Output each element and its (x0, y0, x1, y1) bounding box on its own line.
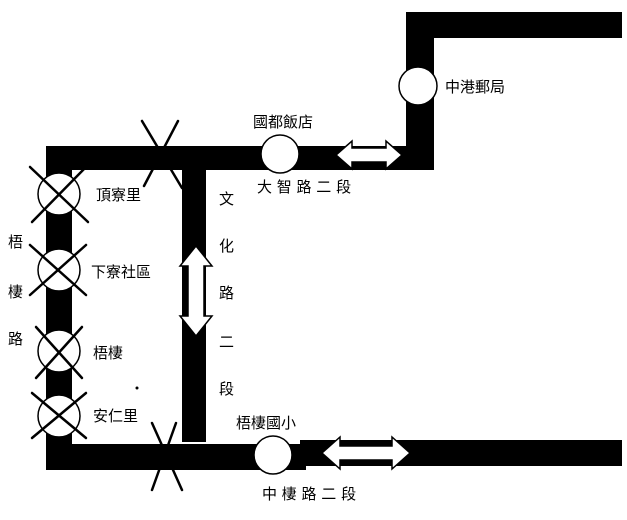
x-mark-icon (28, 243, 88, 297)
roads (46, 12, 622, 470)
double-arrow-icon (178, 244, 214, 338)
stop-guoduo (260, 134, 300, 174)
double-arrow-icon (320, 435, 412, 471)
label-zhonggang-post: 中港郵局 (445, 78, 505, 96)
x-mark-icon (30, 391, 88, 440)
label-xialiao: 下寮社區 (91, 263, 151, 281)
label-wenhua-2: 化 (219, 237, 234, 255)
label-wuqi-road-2: 棲 (8, 283, 23, 301)
x-mark-icon (28, 165, 90, 224)
label-wuqi-road-3: 路 (8, 330, 23, 348)
label-dingliao: 頂寮里 (96, 186, 141, 204)
label-wuqi-stop: 梧棲 (93, 344, 123, 362)
x-mark-icon (150, 421, 184, 492)
double-arrow-icon (334, 139, 404, 171)
road-top-right (406, 12, 622, 38)
arrows (178, 139, 412, 471)
label-guoduo-hotel: 國都飯店 (253, 113, 313, 131)
label-dazhi-road: 大 智 路 二 段 (257, 178, 351, 196)
stop-wuqi-elem (253, 435, 293, 475)
x-mark-icon (140, 119, 184, 190)
label-wenhua-5: 段 (219, 380, 234, 398)
x-mark-icon (34, 325, 84, 380)
label-anren: 安仁里 (93, 407, 138, 425)
label-zhongqi-road: 中 棲 路 二 段 (262, 485, 356, 503)
dot-marker (135, 386, 139, 390)
label-wenhua-3: 路 (219, 284, 234, 302)
label-wuqi-elem: 梧棲國小 (236, 414, 296, 432)
label-wuqi-road-1: 梧 (8, 233, 23, 251)
x-marks (28, 119, 184, 492)
label-wenhua-1: 文 (219, 190, 234, 208)
label-wenhua-4: 二 (219, 333, 234, 351)
labels: 中港郵局 國都飯店 大 智 路 二 段 頂寮里 下寮社區 梧棲 安仁里 梧棲國小… (8, 78, 505, 503)
stop-zhonggang (398, 66, 438, 106)
